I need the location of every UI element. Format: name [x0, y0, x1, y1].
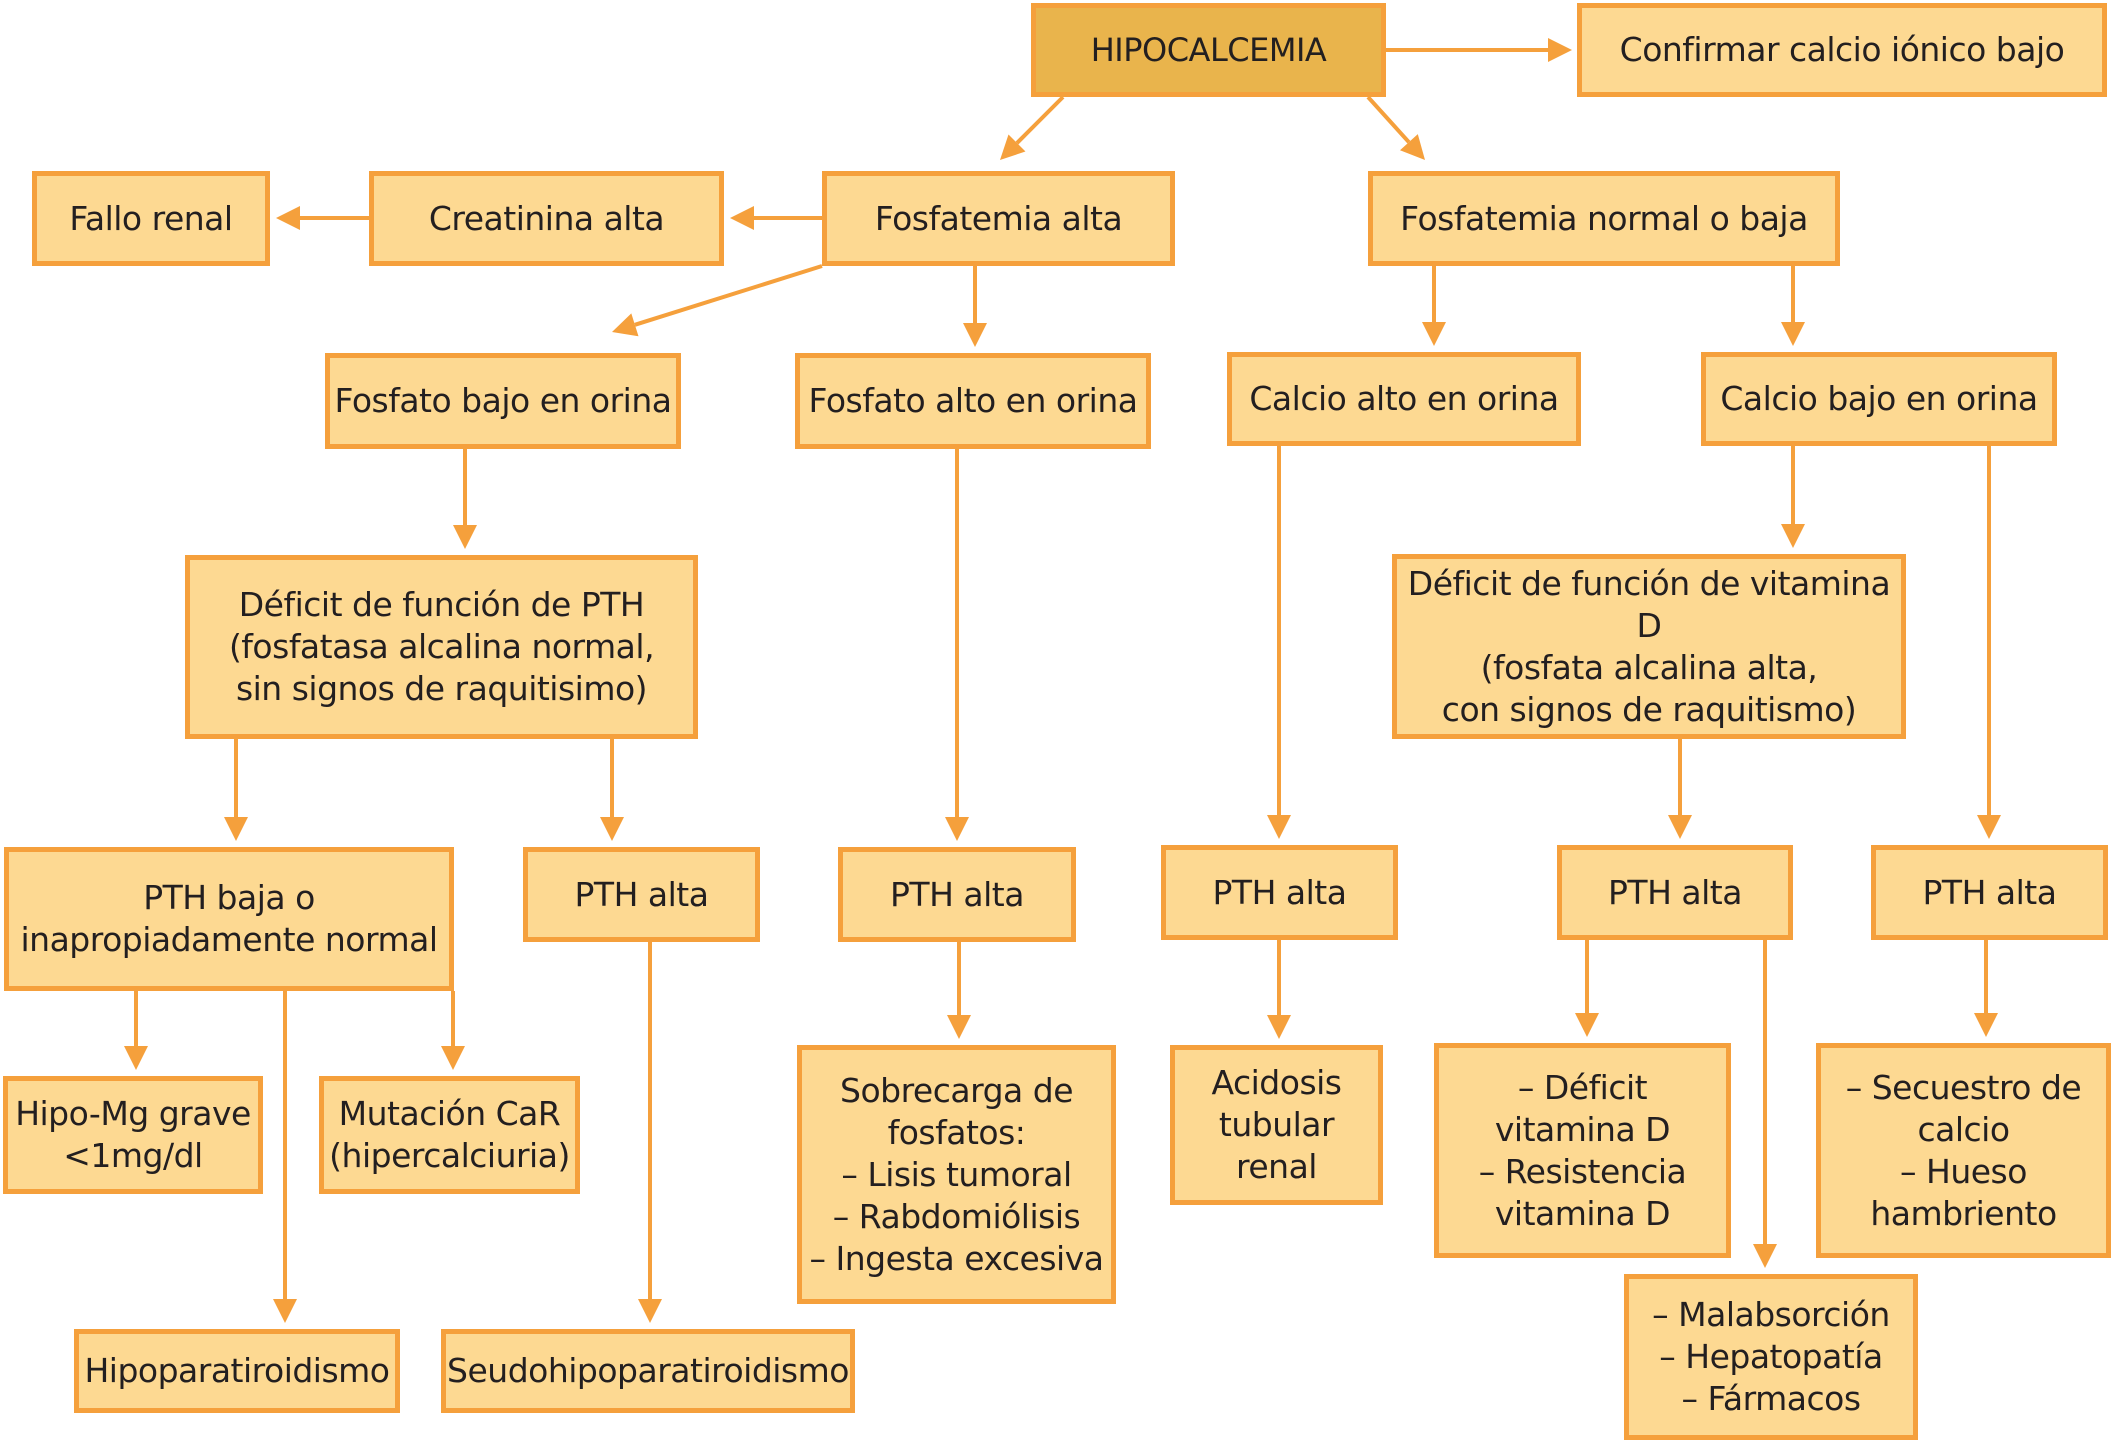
node-secuestro-calcio: – Secuestro de calcio – Hueso hambriento — [1816, 1043, 2111, 1258]
arrow-fosfatemia_alta-to-fosfato_alto_orina — [963, 266, 987, 347]
arrowhead-icon — [1000, 134, 1026, 160]
node-fosfato-bajo-orina: Fosfato bajo en orina — [325, 353, 681, 449]
node-hipocalcemia: HIPOCALCEMIA — [1031, 3, 1386, 97]
arrowhead-icon — [1668, 815, 1692, 839]
connector-line — [634, 264, 823, 327]
node-calcio-alto-orina: Calcio alto en orina — [1227, 352, 1581, 446]
node-pth-alta-1: PTH alta — [523, 847, 760, 942]
node-sobrecarga-fosfatos: Sobrecarga de fosfatos: – Lisis tumoral … — [797, 1045, 1116, 1304]
arrow-hipocalcemia-to-confirmar — [1386, 38, 1572, 62]
node-deficit-resistencia-vitd: – Déficit vitamina D – Resistencia vitam… — [1434, 1043, 1731, 1258]
arrowhead-icon — [945, 817, 969, 841]
arrowhead-icon — [1781, 524, 1805, 548]
node-hipoparatiroidismo: Hipoparatiroidismo — [74, 1329, 400, 1413]
arrow-calcio_alto_orina-to-pth_alta_3 — [1267, 446, 1291, 839]
arrow-deficit_pth-to-pth_alta_1 — [600, 739, 624, 841]
arrowhead-icon — [124, 1046, 148, 1070]
arrowhead-icon — [1399, 134, 1425, 160]
arrow-fosfatemia_normal_baja-to-calcio_bajo_orina — [1781, 266, 1805, 346]
node-pth-baja: PTH baja o inapropiadamente normal — [4, 847, 454, 991]
arrow-pth_baja-to-hipoparatiroidismo — [273, 991, 297, 1323]
node-fosfato-alto-orina: Fosfato alto en orina — [795, 353, 1151, 449]
node-confirmar: Confirmar calcio iónico bajo — [1577, 3, 2107, 97]
arrow-pth_alta_3-to-acidosis — [1267, 940, 1291, 1039]
arrow-hipocalcemia-to-fosfatemia_alta — [1000, 95, 1065, 160]
arrow-fosfato_alto_orina-to-pth_alta_2 — [945, 449, 969, 841]
node-acidosis-tubular-renal: Acidosis tubular renal — [1170, 1045, 1383, 1205]
node-fallo-renal: Fallo renal — [32, 171, 270, 266]
arrow-deficit_vitd-to-pth_alta_4 — [1668, 739, 1692, 839]
connector-line — [1015, 95, 1065, 145]
arrowhead-icon — [947, 1015, 971, 1039]
arrow-pth_alta_1-to-seudohipoparatiroidismo — [638, 942, 662, 1323]
arrow-fosfatemia_alta-to-fosfato_bajo_orina — [612, 264, 823, 337]
arrowhead-icon — [1267, 815, 1291, 839]
arrowhead-icon — [441, 1046, 465, 1070]
node-pth-alta-5: PTH alta — [1871, 845, 2108, 940]
node-fosfatemia-normal-baja: Fosfatemia normal o baja — [1368, 171, 1840, 266]
node-deficit-pth: Déficit de función de PTH (fosfatasa alc… — [185, 555, 698, 739]
arrow-pth_alta_5-to-secuestro — [1974, 940, 1998, 1037]
node-deficit-vitd: Déficit de función de vitamina D (fosfat… — [1392, 554, 1906, 739]
node-creatinina-alta: Creatinina alta — [369, 171, 724, 266]
arrowhead-icon — [1974, 1013, 1998, 1037]
arrowhead-icon — [638, 1299, 662, 1323]
arrowhead-icon — [273, 1299, 297, 1323]
node-pth-alta-4: PTH alta — [1557, 845, 1793, 940]
arrowhead-icon — [276, 206, 300, 230]
arrow-fosfatemia_normal_baja-to-calcio_alto_orina — [1422, 266, 1446, 346]
arrow-pth_alta_2-to-sobrecarga — [947, 942, 971, 1039]
arrowhead-icon — [1548, 38, 1572, 62]
node-mutacion-car: Mutación CaR (hipercalciuria) — [319, 1076, 580, 1194]
arrow-hipocalcemia-to-fosfatemia_normal_baja — [1366, 95, 1425, 160]
arrow-deficit_pth-to-pth_baja — [224, 739, 248, 841]
node-pth-alta-3: PTH alta — [1161, 845, 1398, 940]
node-hipo-mg: Hipo-Mg grave <1mg/dl — [3, 1076, 263, 1194]
node-malabsorcion: – Malabsorción – Hepatopatía – Fármacos — [1624, 1274, 1918, 1440]
node-fosfatemia-alta: Fosfatemia alta — [822, 171, 1175, 266]
arrowhead-icon — [1267, 1015, 1291, 1039]
arrow-pth_baja-to-hipo_mg — [124, 991, 148, 1070]
arrow-pth_alta_4-to-malabsorcion — [1753, 940, 1777, 1268]
arrowhead-icon — [963, 323, 987, 347]
connector-line — [1366, 95, 1411, 144]
node-seudohipoparatiroidismo: Seudohipoparatiroidismo — [441, 1329, 855, 1413]
node-pth-alta-2: PTH alta — [838, 847, 1076, 942]
arrowhead-icon — [612, 313, 639, 337]
arrow-pth_baja-to-mutacion_car — [441, 991, 465, 1070]
arrowhead-icon — [730, 206, 754, 230]
arrowhead-icon — [453, 525, 477, 549]
arrowhead-icon — [1422, 322, 1446, 346]
arrow-fosfato_bajo_orina-to-deficit_pth — [453, 449, 477, 549]
arrowhead-icon — [1781, 322, 1805, 346]
arrowhead-icon — [1575, 1013, 1599, 1037]
arrow-calcio_bajo_orina-to-pth_alta_5 — [1977, 446, 2001, 839]
arrow-fosfatemia_alta-to-creatinina_alta — [730, 206, 822, 230]
arrowhead-icon — [1753, 1244, 1777, 1268]
node-calcio-bajo-orina: Calcio bajo en orina — [1701, 352, 2057, 446]
arrowhead-icon — [1977, 815, 2001, 839]
arrow-pth_alta_4-to-deficit_resistencia_vitd — [1575, 940, 1599, 1037]
arrowhead-icon — [224, 817, 248, 841]
arrow-creatinina_alta-to-fallo_renal — [276, 206, 369, 230]
arrow-calcio_bajo_orina-to-deficit_vitd — [1781, 446, 1805, 548]
arrowhead-icon — [600, 817, 624, 841]
